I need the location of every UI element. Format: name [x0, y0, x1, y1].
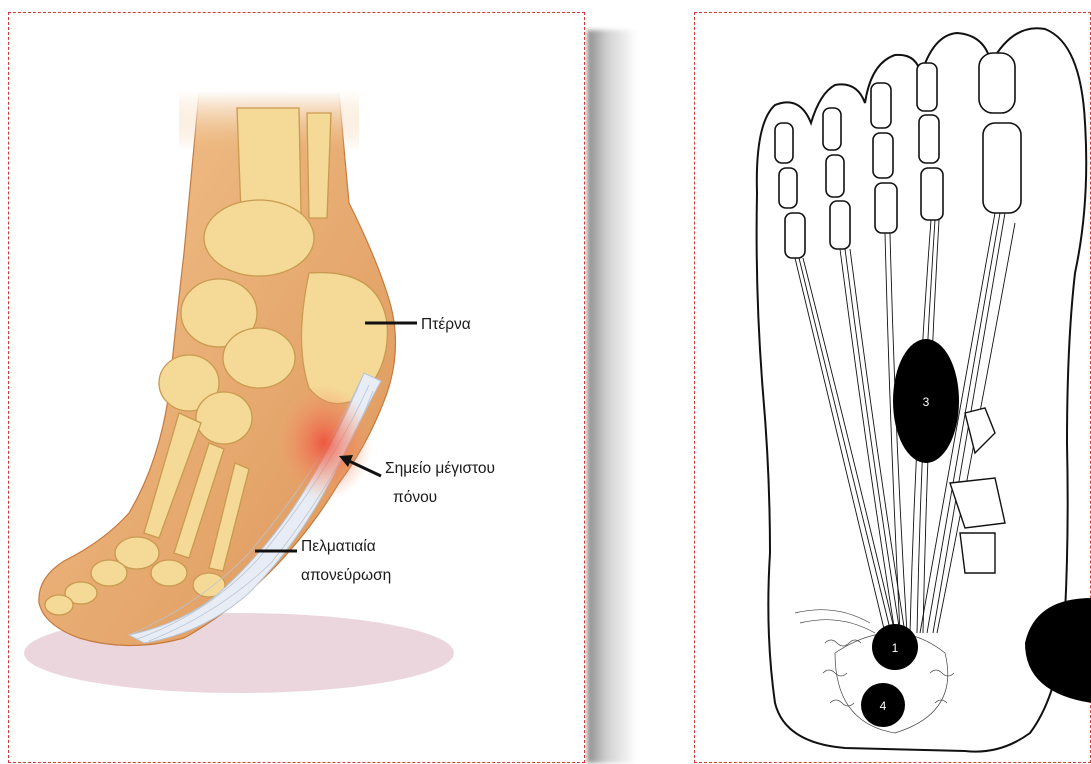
- midfoot-bones: [950, 408, 1005, 573]
- toe-bones: [775, 53, 1021, 258]
- panel-shadow: [587, 30, 637, 763]
- max-pain-label-line1: Σημείο μέγιστου: [385, 459, 495, 479]
- marker-2: [1025, 598, 1091, 703]
- talus: [204, 200, 314, 276]
- pain-highlight: [276, 385, 372, 501]
- marker-4-label: 4: [880, 699, 887, 713]
- right-illustration-panel: 3 1 2 4 2: [694, 12, 1091, 763]
- cuboid: [223, 328, 295, 388]
- foot-side-illustration: [9, 13, 586, 764]
- marker-2-text: 2: [977, 630, 997, 644]
- max-pain-label-line2: πόνου: [393, 488, 437, 508]
- left-illustration-panel: Πτέρνα Σημείο μέγιστου πόνου Πελματιαία …: [8, 12, 585, 763]
- marker-3-label: 3: [923, 395, 930, 409]
- fibula: [307, 113, 331, 218]
- fascia-label-line2: απονεύρωση: [301, 566, 391, 586]
- fascia-label-line1: Πελματιαία: [301, 537, 376, 557]
- marker-1-label: 1: [892, 641, 899, 655]
- heel-label: Πτέρνα: [421, 315, 471, 335]
- foot-sole-diagram: 3 1 2 4: [695, 13, 1091, 764]
